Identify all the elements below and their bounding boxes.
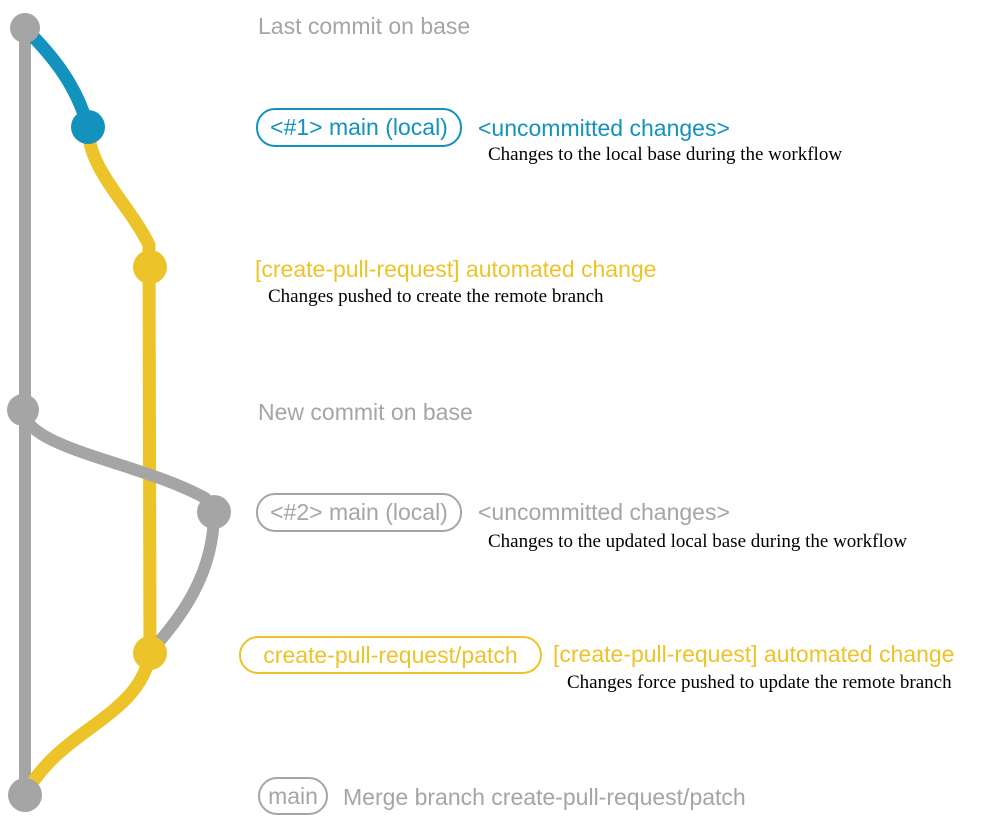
branch-box-main-local-2: <#2> main (local) xyxy=(256,493,462,532)
branch-box-main-label: main xyxy=(268,782,318,809)
local-main-branch-line xyxy=(20,23,95,129)
patch-branch-line xyxy=(81,126,157,654)
heading-new-commit: New commit on base xyxy=(258,399,473,425)
patch-merge-line xyxy=(19,651,157,799)
description-patch-2: Changes force pushed to update the remot… xyxy=(567,672,952,693)
commit-message-merge: Merge branch create-pull-request/patch xyxy=(343,784,746,810)
description-uncommitted-2: Changes to the updated local base during… xyxy=(488,531,907,552)
branch-box-main: main xyxy=(258,777,328,815)
branch-box-patch-label: create-pull-request/patch xyxy=(263,641,518,668)
commit-dot-patch-2 xyxy=(133,636,167,670)
commit-message-patch-1: [create-pull-request] automated change xyxy=(255,256,657,282)
branch-box-main-local-1-label: <#1> main (local) xyxy=(270,114,448,140)
status-uncommitted-1: <uncommitted changes> xyxy=(478,115,730,141)
branch-box-main-local-1: <#1> main (local) xyxy=(256,108,462,147)
commit-message-patch-2: [create-pull-request] automated change xyxy=(553,641,955,667)
commit-dot-local-main-1 xyxy=(71,110,105,144)
commit-dot-base-last xyxy=(10,13,40,43)
branch-box-main-local-2-label: <#2> main (local) xyxy=(270,499,448,525)
status-uncommitted-2: <uncommitted changes> xyxy=(478,499,730,525)
base-update-branch-line xyxy=(17,409,220,516)
description-patch-1: Changes pushed to create the remote bran… xyxy=(268,286,604,307)
commit-dot-patch-1 xyxy=(133,250,167,284)
commit-dot-local-main-2 xyxy=(197,495,231,529)
local-rebase-line xyxy=(147,511,220,654)
description-uncommitted-1: Changes to the local base during the wor… xyxy=(488,144,843,165)
heading-last-commit: Last commit on base xyxy=(258,13,471,39)
commit-dot-base-new xyxy=(7,394,39,426)
commit-dot-merge xyxy=(8,778,42,812)
branch-box-patch: create-pull-request/patch xyxy=(239,636,542,674)
